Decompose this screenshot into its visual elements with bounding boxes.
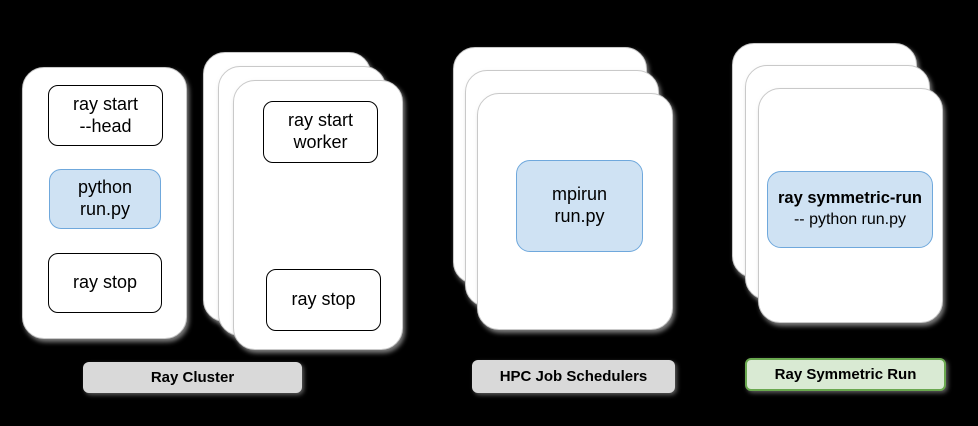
command-box-python-run: python run.py [49,169,161,229]
hpc-node-card-front: mpirun run.py [477,93,673,330]
command-text-line: ray stop [72,272,138,293]
command-box-ray-stop: ray stop [48,253,162,313]
command-text-line: python [77,177,133,198]
command-box-ray-stop: ray stop [266,269,381,331]
section-label-ray-cluster: Ray Cluster [83,362,302,393]
command-text-line: ray start [72,93,138,114]
command-text-line: mpirun [551,184,608,205]
command-text-line: --head [79,115,132,136]
section-label-ray-symmetric-run: Ray Symmetric Run [745,358,946,391]
command-text-line: ray start [287,110,353,131]
command-text-line: ray symmetric-run [778,189,922,208]
symmetric-run-card-front: ray symmetric-run -- python run.py [758,88,943,323]
worker-node-card-front: ray start worker ray stop [233,80,403,350]
head-node-card: ray start --head python run.py ray stop [22,67,187,339]
command-text-line: run.py [79,199,131,219]
command-text-line: worker [293,132,348,152]
command-box-mpirun: mpirun run.py [516,160,643,252]
command-text-line: ray stop [291,289,356,310]
command-box-ray-start-head: ray start --head [48,85,163,146]
command-box-ray-start-worker: ray start worker [263,101,378,163]
command-text-line: -- python run.py [793,210,907,228]
section-label-hpc-job-schedulers: HPC Job Schedulers [472,360,675,393]
command-box-ray-symmetric-run: ray symmetric-run -- python run.py [767,171,933,248]
command-text-line: run.py [554,206,605,226]
